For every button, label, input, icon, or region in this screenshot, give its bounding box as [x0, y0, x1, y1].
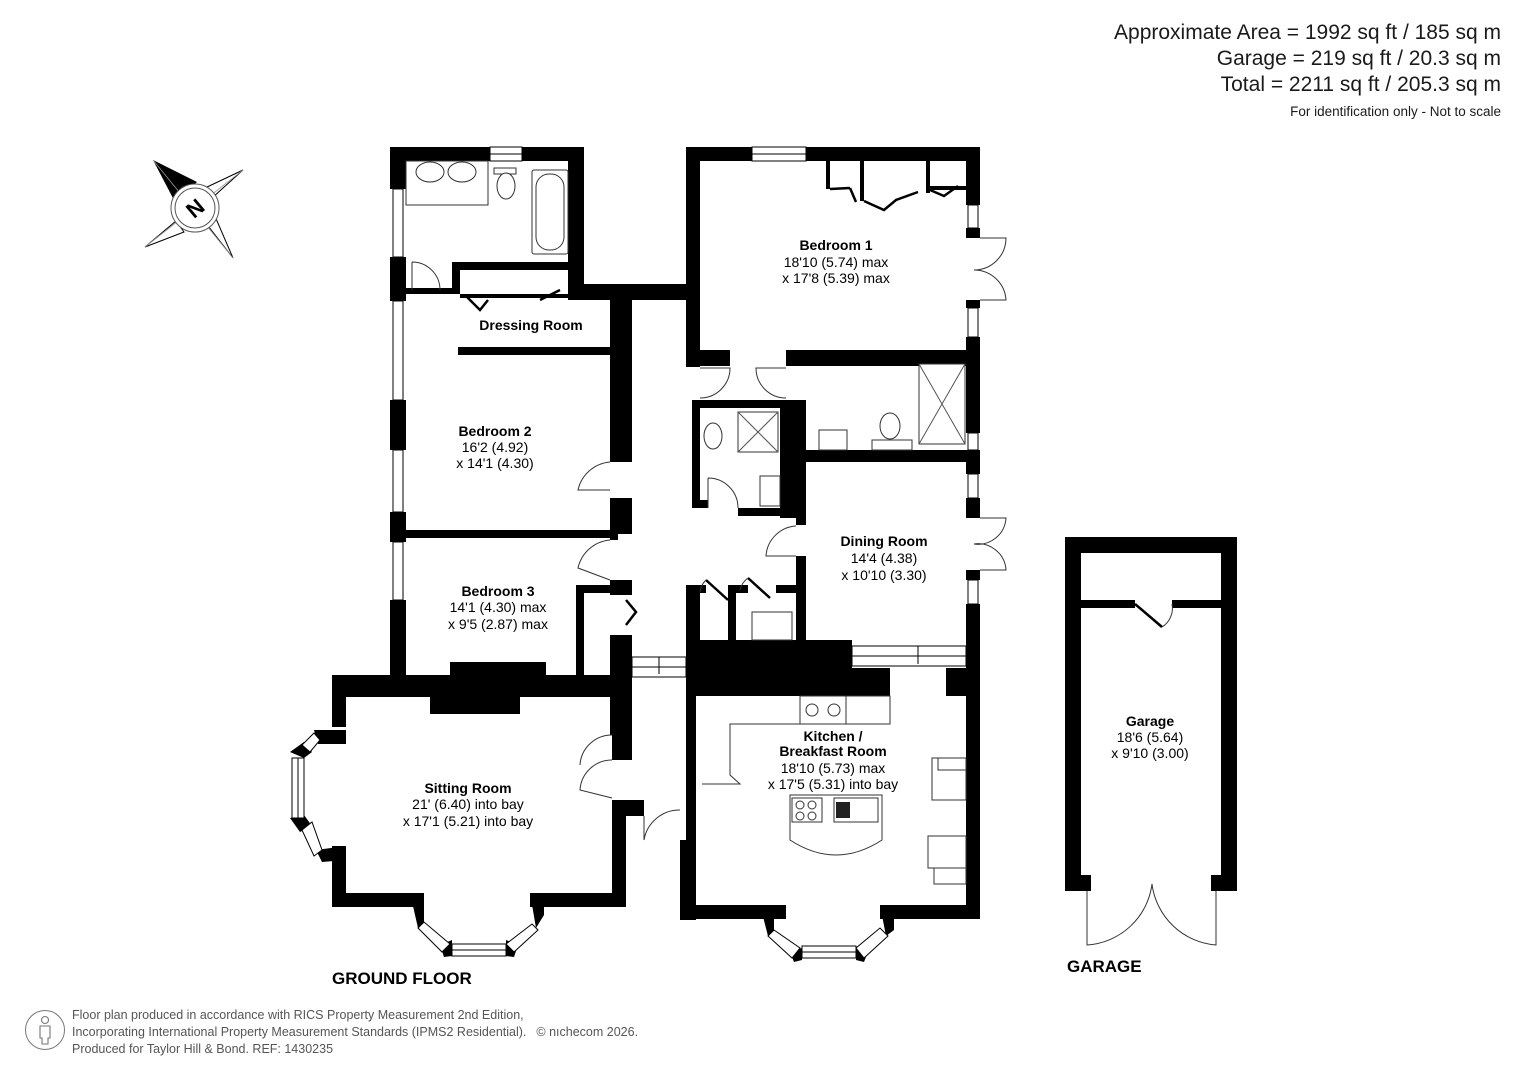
bedroom2-dim1: 16'2 (4.92): [462, 439, 529, 455]
bath-icon: [535, 173, 565, 251]
dressing-room-name: Dressing Room: [479, 317, 582, 333]
bedroom1-name: Bedroom 1: [799, 237, 872, 253]
kitchen-name-line1: Kitchen /: [803, 728, 862, 744]
basin-icon: [759, 475, 781, 507]
toilet-icon: [496, 172, 516, 200]
footer-line1: Floor plan produced in accordance with R…: [72, 1008, 524, 1022]
dining-room-name: Dining Room: [840, 533, 927, 549]
toilet-icon: [703, 422, 723, 450]
room-labels: Dressing Room Bedroom 1 18'10 (5.74) max…: [332, 237, 1189, 988]
sitting-room-dim1: 21' (6.40) into bay: [412, 796, 524, 812]
sitting-room-name: Sitting Room: [424, 780, 511, 796]
garage-name: Garage: [1126, 713, 1174, 729]
ground-floor-label: GROUND FLOOR: [332, 969, 472, 988]
scale-note: For identification only - Not to scale: [1290, 104, 1501, 119]
garage-dim2: x 9'10 (3.00): [1111, 745, 1188, 761]
kitchen-dim1: 18'10 (5.73) max: [781, 760, 886, 776]
bedroom3-name: Bedroom 3: [461, 583, 534, 599]
basin-icon: [818, 429, 848, 451]
toilet-icon: [879, 412, 901, 440]
sitting-room-dim2: x 17'1 (5.21) into bay: [403, 813, 533, 829]
bedroom3-dim1: 14'1 (4.30) max: [450, 599, 547, 615]
north-compass-icon: N: [144, 159, 244, 259]
walls: [290, 147, 980, 962]
bedroom2-name: Bedroom 2: [458, 423, 531, 439]
bedroom2-dim2: x 14'1 (4.30): [456, 455, 533, 471]
basin-icon: [415, 161, 445, 183]
garage-walls: [1065, 537, 1237, 946]
bedroom3-dim2: x 9'5 (2.87) max: [448, 616, 548, 632]
footer-copyright: © nıchecom 2026.: [536, 1025, 639, 1039]
dining-room-dim2: x 10'10 (3.30): [841, 567, 926, 583]
person-icon: [25, 1010, 65, 1050]
garage-area: Garage = 219 sq ft / 20.3 sq m: [1216, 47, 1501, 70]
dining-room-dim1: 14'4 (4.38): [851, 550, 918, 566]
fixtures: [405, 160, 967, 885]
windows: [291, 146, 979, 959]
kitchen-dim2: x 17'5 (5.31) into bay: [768, 776, 898, 792]
basin-icon: [447, 161, 477, 183]
sink-icon: [751, 611, 793, 641]
footer-credits: Floor plan produced in accordance with R…: [72, 1007, 638, 1058]
footer-line2: Incorporating International Property Mea…: [72, 1025, 527, 1039]
approx-area: Approximate Area = 1992 sq ft / 185 sq m: [1114, 21, 1501, 44]
garage-floor-label: GARAGE: [1067, 957, 1142, 976]
bedroom1-dim2: x 17'8 (5.39) max: [782, 270, 890, 286]
garage-dim1: 18'6 (5.64): [1117, 729, 1184, 745]
area-summary: Approximate Area = 1992 sq ft / 185 sq m…: [1114, 20, 1501, 122]
bedroom1-dim1: 18'10 (5.74) max: [784, 254, 889, 270]
doors: [411, 184, 1007, 841]
footer-line3: Produced for Taylor Hill & Bond. REF: 14…: [72, 1042, 334, 1056]
total-area: Total = 2211 sq ft / 205.3 sq m: [1220, 73, 1501, 96]
kitchen-name-line2: Breakfast Room: [779, 743, 886, 759]
